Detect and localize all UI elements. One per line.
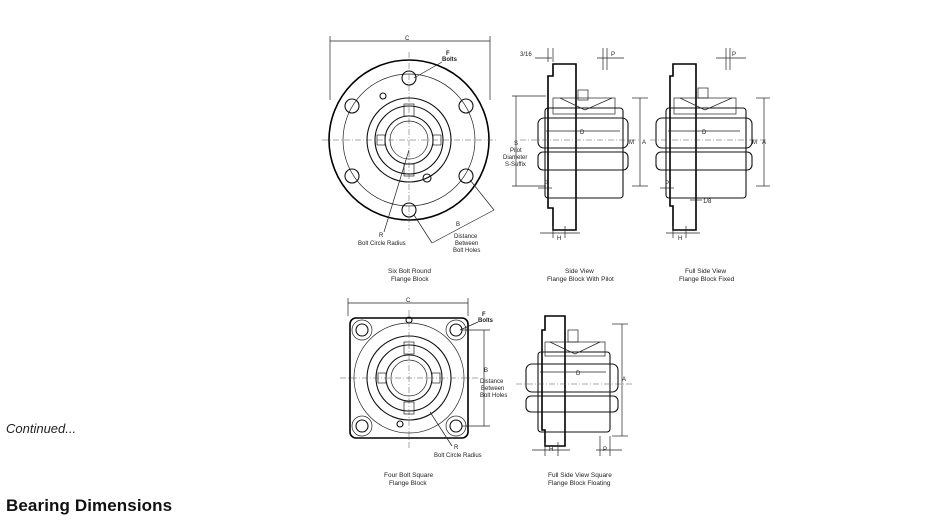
side-pilot-label-diameter: Diameter	[503, 155, 527, 161]
continued-note: Continued...	[6, 421, 77, 436]
technical-drawings: C F Bolts R Bolt Circle Radius	[322, 36, 770, 487]
four-bolt-label-c: C	[406, 298, 411, 304]
four-bolt-label-r: R	[454, 445, 459, 451]
four-bolt-label-distance: Distance	[480, 379, 504, 385]
floating-caption-line1: Full Side View Square	[548, 472, 612, 479]
six-bolt-label-f: F	[446, 51, 450, 57]
fixed-label-p-low: P	[665, 181, 669, 187]
six-bolt-label-distance: Distance	[454, 234, 478, 240]
floating-label-p: P	[603, 447, 607, 453]
fixed-caption-line2: Flange Block Fixed	[679, 276, 735, 283]
six-bolt-label-b: B	[456, 222, 460, 228]
side-pilot-label-m: M	[629, 140, 634, 146]
side-pilot-caption-line2: Flange Block With Pilot	[547, 276, 614, 283]
six-bolt-label-bolt-circle-radius: Bolt Circle Radius	[358, 241, 406, 247]
fixed-label-p-top: P	[732, 52, 736, 58]
six-bolt-label-c: C	[405, 36, 410, 42]
six-bolt-label-bolts: Bolts	[442, 57, 458, 63]
fixed-label-a: A	[762, 140, 766, 146]
floating-label-h: H	[549, 447, 553, 453]
side-pilot-label-p-top: P	[611, 52, 615, 58]
floating-label-d: D	[576, 371, 581, 377]
four-bolt-label-bolt-circle-radius: Bolt Circle Radius	[434, 453, 482, 459]
side-pilot-label-d: D	[580, 130, 585, 136]
side-pilot-caption-line1: Side View	[565, 268, 594, 275]
six-bolt-front-view: C F Bolts R Bolt Circle Radius	[322, 36, 498, 283]
six-bolt-label-between: Between	[455, 241, 478, 247]
side-pilot-label-pilot: Pilot	[510, 148, 522, 154]
four-bolt-caption-line1: Four Bolt Square	[384, 472, 434, 479]
six-bolt-caption-line1: Six Bolt Round	[388, 268, 431, 275]
four-bolt-label-bolt-holes: Bolt Holes	[480, 393, 507, 399]
four-bolt-front-view: C F Bolts B Distance Betw	[340, 298, 507, 487]
side-pilot-label-316: 3/16	[520, 52, 532, 58]
side-pilot-label-h: H	[557, 236, 561, 242]
four-bolt-label-bolts: Bolts	[478, 318, 494, 324]
full-side-floating: D A H P Full Side View Square Flange Blo…	[516, 315, 632, 487]
side-pilot-label-p-low: P	[544, 181, 548, 187]
side-view-pilot: 3/16 P D M A S Pilot Diameter S-S	[503, 48, 648, 283]
four-bolt-label-f: F	[482, 312, 486, 318]
fixed-label-m: M	[752, 140, 757, 146]
four-bolt-caption-line2: Flange Block	[389, 480, 427, 487]
side-pilot-label-s: S	[514, 141, 518, 147]
fixed-label-18: 1/8	[703, 199, 712, 205]
side-pilot-label-s-suffix: S-Suffix	[505, 162, 526, 168]
floating-label-a: A	[622, 377, 626, 383]
floating-caption-line2: Flange Block Floating	[548, 480, 611, 487]
fixed-caption-line1: Full Side View	[685, 268, 726, 275]
section-title: Bearing Dimensions	[6, 496, 173, 515]
six-bolt-label-bolt-holes: Bolt Holes	[453, 248, 480, 254]
fixed-label-h: H	[678, 236, 682, 242]
four-bolt-label-between: Between	[481, 386, 504, 392]
four-bolt-label-b: B	[484, 368, 488, 374]
six-bolt-label-r: R	[379, 233, 384, 239]
full-side-fixed: P D M A P 1/8 H Full Side View Flange Bl…	[650, 48, 770, 283]
side-pilot-label-a: A	[642, 140, 646, 146]
six-bolt-caption-line2: Flange Block	[391, 276, 429, 283]
fixed-label-d: D	[702, 130, 707, 136]
